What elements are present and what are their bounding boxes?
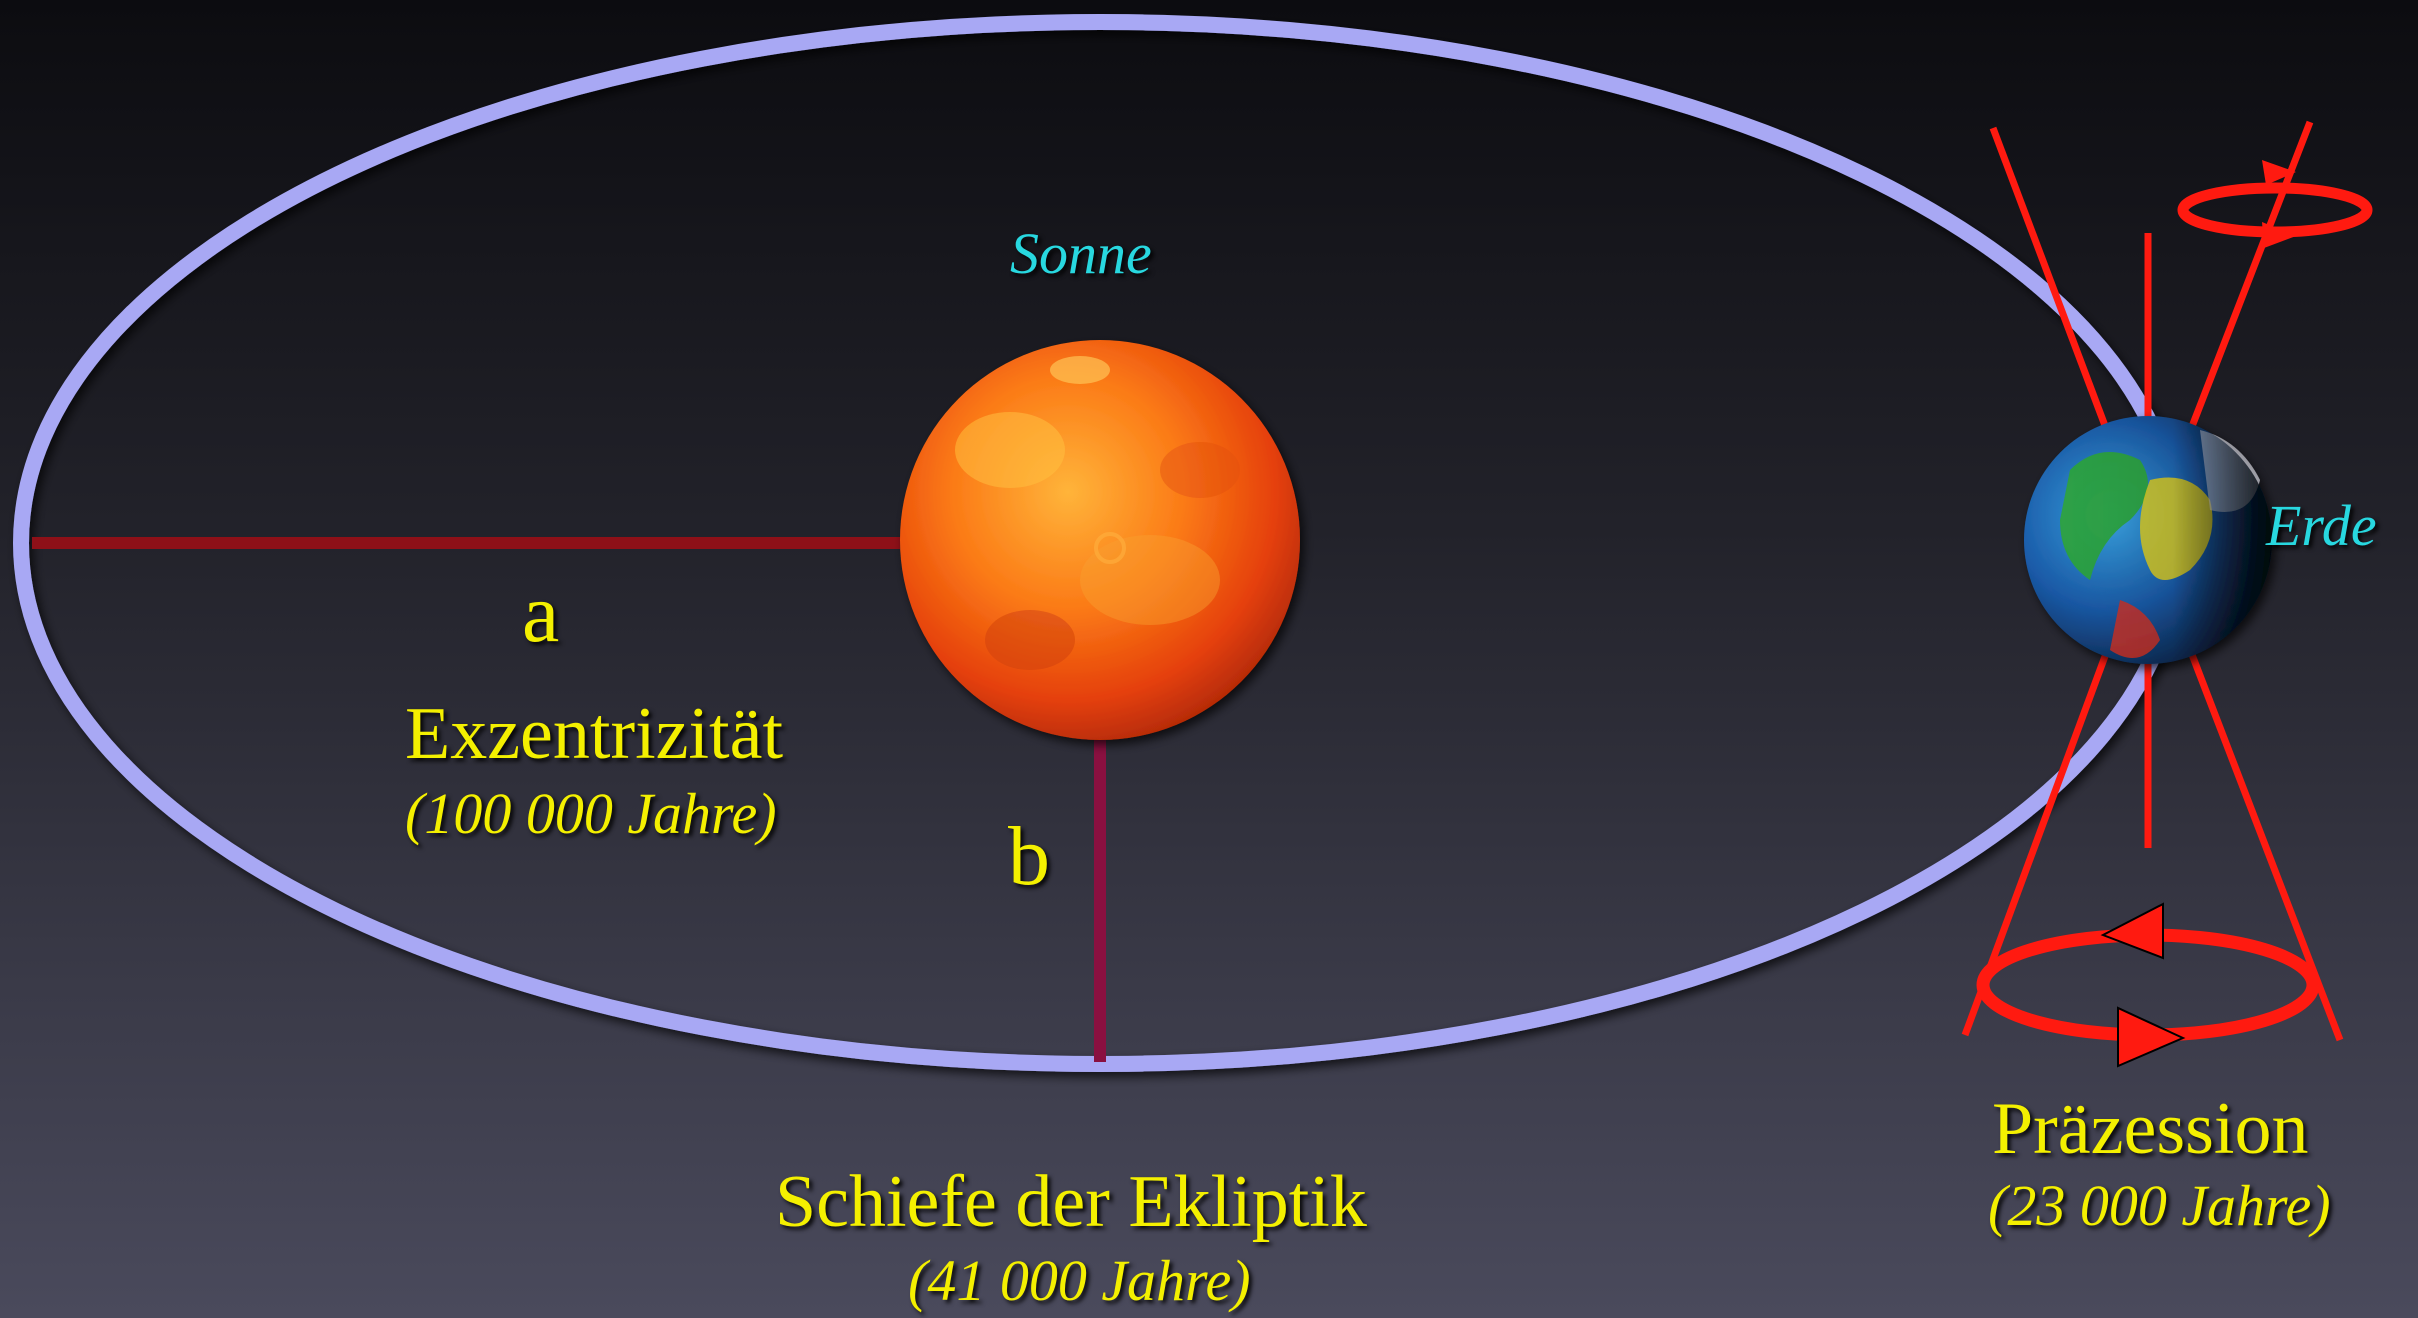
obliquity-title: Schiefe der Ekliptik [775, 1161, 1367, 1243]
eccentricity-period: (100 000 Jahre) [405, 781, 777, 846]
earth-label: Erde [2266, 493, 2377, 558]
sun-sphere [900, 340, 1300, 740]
sun-label: Sonne [1010, 221, 1152, 286]
semi-minor-axis-label: b [1008, 810, 1050, 903]
eccentricity-title: Exzentrizität [405, 693, 784, 775]
precession-title: Präzession [1992, 1088, 2309, 1170]
precession-period: (23 000 Jahre) [1988, 1173, 2331, 1238]
top-rotation-ring [2177, 160, 2373, 248]
semi-major-axis-label: a [522, 567, 560, 660]
obliquity-period: (41 000 Jahre) [908, 1248, 1251, 1313]
precession-rotation-ring [1976, 902, 2320, 1068]
earth-sphere [2024, 416, 2272, 664]
